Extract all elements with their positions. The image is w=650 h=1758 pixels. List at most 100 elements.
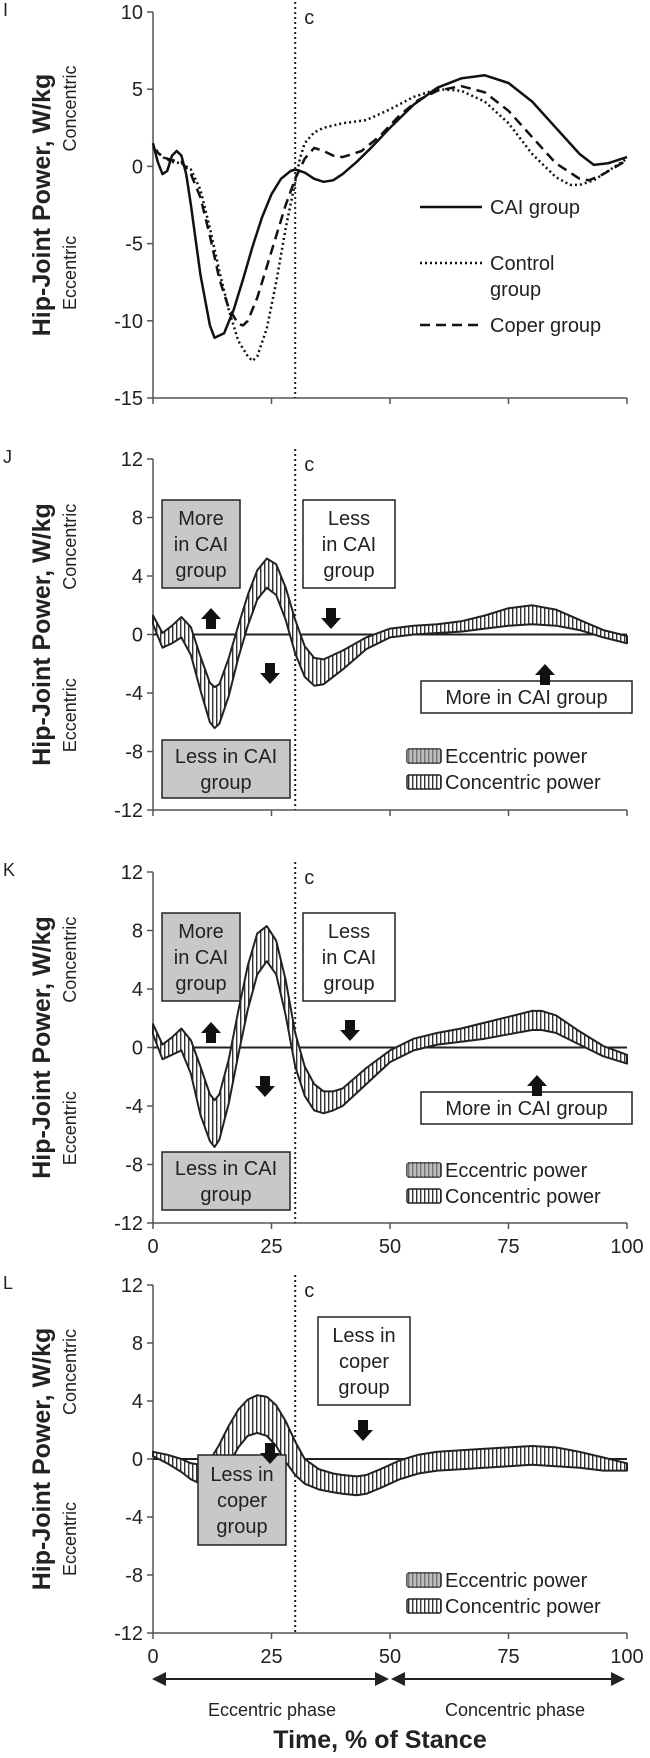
annotation-box: More in CAI group	[420, 664, 633, 714]
eccentric-side-label: Eccentric	[60, 236, 80, 310]
c-reference-label: c	[304, 867, 314, 889]
panel-label: I	[3, 0, 8, 20]
x-tick-label: 25	[260, 1236, 282, 1258]
legend-swatch-stripes	[407, 749, 441, 763]
annotation-text: group	[200, 1184, 251, 1206]
legend-label: Concentric power	[445, 1186, 601, 1208]
annotation-text: Less	[328, 921, 370, 943]
y-tick-label: -15	[114, 388, 143, 410]
panel-label: K	[3, 860, 15, 880]
power-band-area	[152, 925, 628, 1148]
legend-swatch-stripes	[407, 1163, 441, 1177]
annotation-frame	[161, 499, 241, 589]
legend-swatch	[406, 1188, 442, 1204]
y-tick-label: 8	[132, 1333, 143, 1355]
annotation-frame	[161, 739, 291, 799]
annotation-text: More	[178, 921, 224, 943]
eccentric-side-label: Eccentric	[60, 678, 80, 752]
annotation-text: Less	[328, 508, 370, 530]
legend-swatch-stripes	[407, 1573, 441, 1587]
y-tick-label: 0	[132, 1038, 143, 1060]
y-tick-label: 4	[132, 979, 143, 1001]
x-tick-label: 100	[610, 1646, 643, 1668]
annotation-text: in CAI	[174, 534, 228, 556]
annotation-text: in CAI	[322, 947, 376, 969]
panel-label: J	[3, 447, 12, 467]
y-axis-title: Hip-Joint Power, W/kg	[28, 1328, 56, 1591]
annotation-box: More in CAI group	[161, 499, 241, 629]
annotation-frame	[302, 912, 396, 1002]
legend-swatch	[406, 774, 442, 790]
y-tick-label: 4	[132, 1391, 143, 1413]
arrow-down-icon	[340, 1020, 360, 1041]
annotation-text: group	[175, 560, 226, 582]
y-tick-label: 0	[132, 625, 143, 647]
legend-swatch	[406, 748, 442, 764]
y-tick-label: 12	[121, 862, 143, 884]
annotation-box: More in CAI group	[420, 1075, 633, 1125]
legend-swatch-box	[406, 1598, 442, 1614]
y-tick-label: -4	[125, 1096, 143, 1118]
y-tick-label: -4	[125, 683, 143, 705]
x-axis-title: Time, % of Stance	[273, 1726, 487, 1754]
annotation-box: Less in CAI group	[302, 912, 396, 1041]
eccentric-side-label: Eccentric	[60, 1502, 80, 1576]
arrow-down-icon	[260, 663, 280, 684]
annotation-frame	[420, 680, 633, 714]
y-tick-label: -5	[125, 234, 143, 256]
y-tick-label: -12	[114, 800, 143, 822]
annotation-frame	[420, 1091, 633, 1125]
eccentric-phase-arrow-left-head	[152, 1672, 166, 1686]
concentric-side-label: Concentric	[60, 504, 80, 590]
annotation-text: More	[178, 508, 224, 530]
y-tick-label: 8	[132, 921, 143, 943]
x-tick-label: 25	[260, 1646, 282, 1668]
annotation-text: More in CAI group	[445, 1098, 607, 1120]
concentric-side-label: Concentric	[60, 917, 80, 1003]
arrow-down-icon	[260, 1443, 280, 1464]
y-tick-label: -8	[125, 1565, 143, 1587]
arrow-up-icon	[535, 664, 555, 685]
legend-label: Eccentric power	[445, 1570, 588, 1592]
annotation-frame	[161, 912, 241, 1002]
y-tick-label: 0	[132, 156, 143, 178]
eccentric-phase-label: Eccentric phase	[208, 1700, 336, 1720]
y-axis-title: Hip-Joint Power, W/kg	[28, 916, 56, 1179]
arrow-down-icon	[321, 608, 341, 629]
eccentric-side-label: Eccentric	[60, 1091, 80, 1165]
annotation-text: group	[216, 1516, 267, 1538]
c-reference-label: c	[304, 454, 314, 476]
annotation-text: Less in	[332, 1325, 395, 1347]
y-tick-label: -8	[125, 742, 143, 764]
series-line-control-group	[152, 87, 628, 363]
y-tick-label: 12	[121, 1275, 143, 1297]
x-tick-label: 75	[497, 1646, 519, 1668]
power-band-area	[152, 1394, 628, 1497]
y-tick-label: 8	[132, 508, 143, 530]
eccentric-phase-arrow-right-head	[375, 1672, 389, 1686]
panel-label: L	[3, 1273, 13, 1293]
y-tick-label: 10	[121, 2, 143, 24]
arrow-up-icon	[201, 1022, 221, 1043]
arrow-down-icon	[353, 1420, 373, 1441]
concentric-phase-label: Concentric phase	[445, 1700, 585, 1720]
y-axis-title: Hip-Joint Power, W/kg	[28, 503, 56, 766]
arrow-up-icon	[201, 608, 221, 629]
x-tick-label: 50	[379, 1236, 401, 1258]
x-tick-label: 100	[610, 1236, 643, 1258]
y-axis-title: Hip-Joint Power, W/kg	[28, 74, 56, 337]
x-tick-label: 0	[147, 1646, 158, 1668]
annotation-text: coper	[217, 1490, 267, 1512]
annotation-text: group	[323, 973, 374, 995]
